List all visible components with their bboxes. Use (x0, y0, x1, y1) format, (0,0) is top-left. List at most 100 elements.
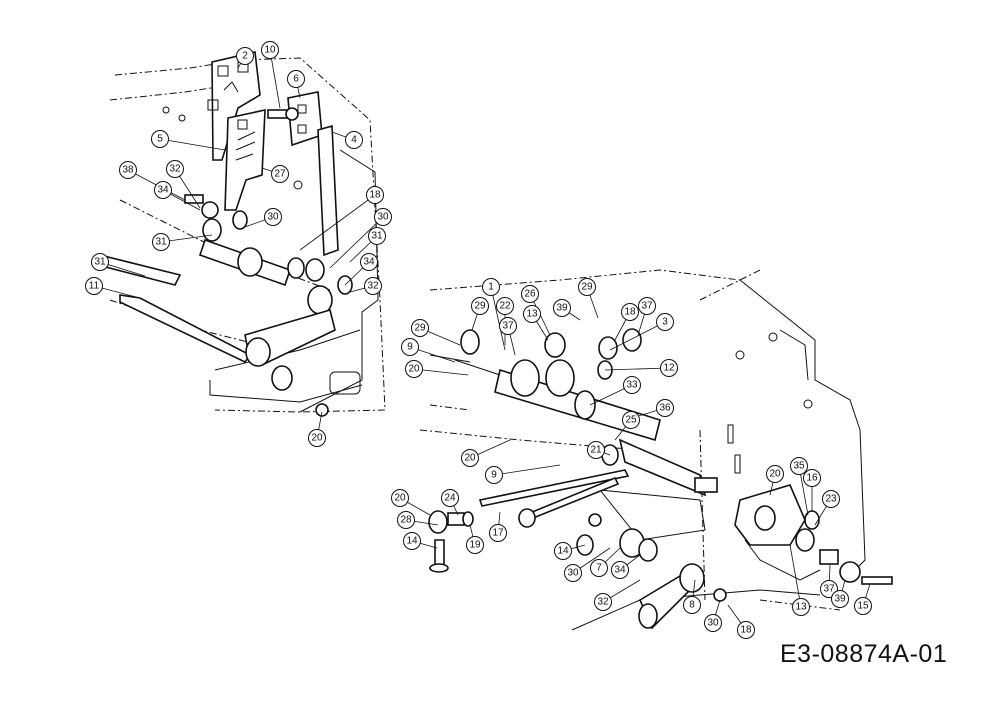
callout-30: 30 (241, 208, 282, 229)
callout-circle (623, 376, 641, 394)
callout-circle (656, 313, 674, 331)
callout-circle (594, 593, 612, 611)
callout-8: 8 (683, 579, 701, 614)
callout-circle (471, 297, 489, 315)
callout-39: 39 (553, 299, 581, 321)
callout-circle (411, 319, 429, 337)
callout-label: 4 (351, 135, 357, 146)
callout-circle (521, 285, 539, 303)
callout-label: 30 (567, 568, 579, 579)
callout-label: 20 (311, 433, 323, 444)
callout-label: 38 (122, 165, 134, 176)
callout-label: 31 (94, 257, 106, 268)
callout-circle (391, 489, 409, 507)
callout-36: 36 (624, 399, 674, 421)
callout-label: 37 (641, 301, 653, 312)
callout-circle (345, 131, 363, 149)
callout-label: 32 (169, 164, 181, 175)
callout-circle (621, 303, 639, 321)
callout-15: 15 (854, 583, 872, 615)
callout-label: 36 (659, 403, 671, 414)
callout-4: 4 (331, 131, 363, 149)
callout-34: 34 (611, 554, 641, 579)
callout-29: 29 (578, 278, 599, 319)
callout-label: 22 (499, 301, 511, 312)
callout-circle (854, 597, 872, 615)
callout-circle (397, 511, 415, 529)
callout-label: 31 (371, 231, 383, 242)
callout-7: 7 (590, 547, 621, 577)
callout-label: 39 (556, 303, 568, 314)
callout-circle (564, 564, 582, 582)
callout-leader (159, 138, 226, 151)
callout-label: 23 (825, 494, 837, 505)
callout-28: 28 (397, 511, 439, 529)
callout-13: 13 (523, 305, 549, 341)
pedal-27 (224, 108, 266, 211)
callout-19: 19 (466, 524, 484, 554)
callout-circle (611, 561, 629, 579)
callout-label: 20 (769, 469, 781, 480)
callout-label: 31 (155, 237, 167, 248)
callout-label: 14 (406, 536, 418, 547)
callout-label: 25 (625, 415, 637, 426)
callout-16: 16 (803, 469, 821, 512)
callout-circle (264, 208, 282, 226)
callout-circle (482, 278, 500, 296)
callout-label: 30 (267, 212, 279, 223)
callout-label: 26 (524, 289, 536, 300)
callout-23: 23 (814, 490, 840, 526)
callout-leader (299, 194, 376, 251)
callout-circle (683, 596, 701, 614)
callout-circle (737, 621, 755, 639)
callout-10: 10 (261, 41, 281, 109)
callout-label: 3 (662, 317, 668, 328)
callout-37: 37 (637, 297, 656, 336)
callout-39: 39 (831, 579, 849, 608)
callout-label: 18 (624, 307, 636, 318)
callout-circle (154, 181, 172, 199)
callout-17: 17 (489, 511, 507, 542)
callout-circle (166, 160, 184, 178)
callout-label: 2 (242, 51, 248, 62)
callout-label: 33 (626, 380, 638, 391)
callout-circle (119, 161, 137, 179)
bolt-10 (267, 107, 299, 121)
callout-label: 32 (367, 281, 379, 292)
callout-leader (609, 321, 666, 351)
callout-leader (329, 216, 384, 269)
callout-32: 32 (349, 277, 382, 295)
callout-circle (374, 208, 392, 226)
callout-label: 13 (526, 309, 538, 320)
callout-9: 9 (485, 464, 561, 484)
callout-label: 18 (369, 190, 381, 201)
callout-label: 35 (793, 461, 805, 472)
callout-label: 9 (407, 342, 413, 353)
callout-circle (622, 411, 640, 429)
callout-label: 29 (414, 323, 426, 334)
callout-20: 20 (308, 411, 326, 447)
callout-circle (790, 457, 808, 475)
callout-label: 21 (590, 445, 602, 456)
callout-6: 6 (287, 70, 305, 99)
callout-20: 20 (405, 360, 469, 378)
callout-label: 20 (394, 493, 406, 504)
callout-circle (441, 489, 459, 507)
callout-2: 2 (236, 47, 254, 69)
callout-circle (766, 465, 784, 483)
callout-25: 25 (614, 411, 640, 441)
callout-circle (523, 305, 541, 323)
callout-circle (660, 359, 678, 377)
callout-30: 30 (564, 547, 611, 582)
callout-circle (91, 253, 109, 271)
callout-label: 30 (377, 212, 389, 223)
callout-label: 13 (795, 602, 807, 613)
callout-18: 18 (299, 186, 384, 251)
callout-label: 18 (740, 625, 752, 636)
callout-circle (803, 469, 821, 487)
lower-mechanism (428, 328, 893, 630)
callout-circle (587, 441, 605, 459)
callout-label: 16 (806, 473, 818, 484)
callout-5: 5 (151, 130, 226, 151)
